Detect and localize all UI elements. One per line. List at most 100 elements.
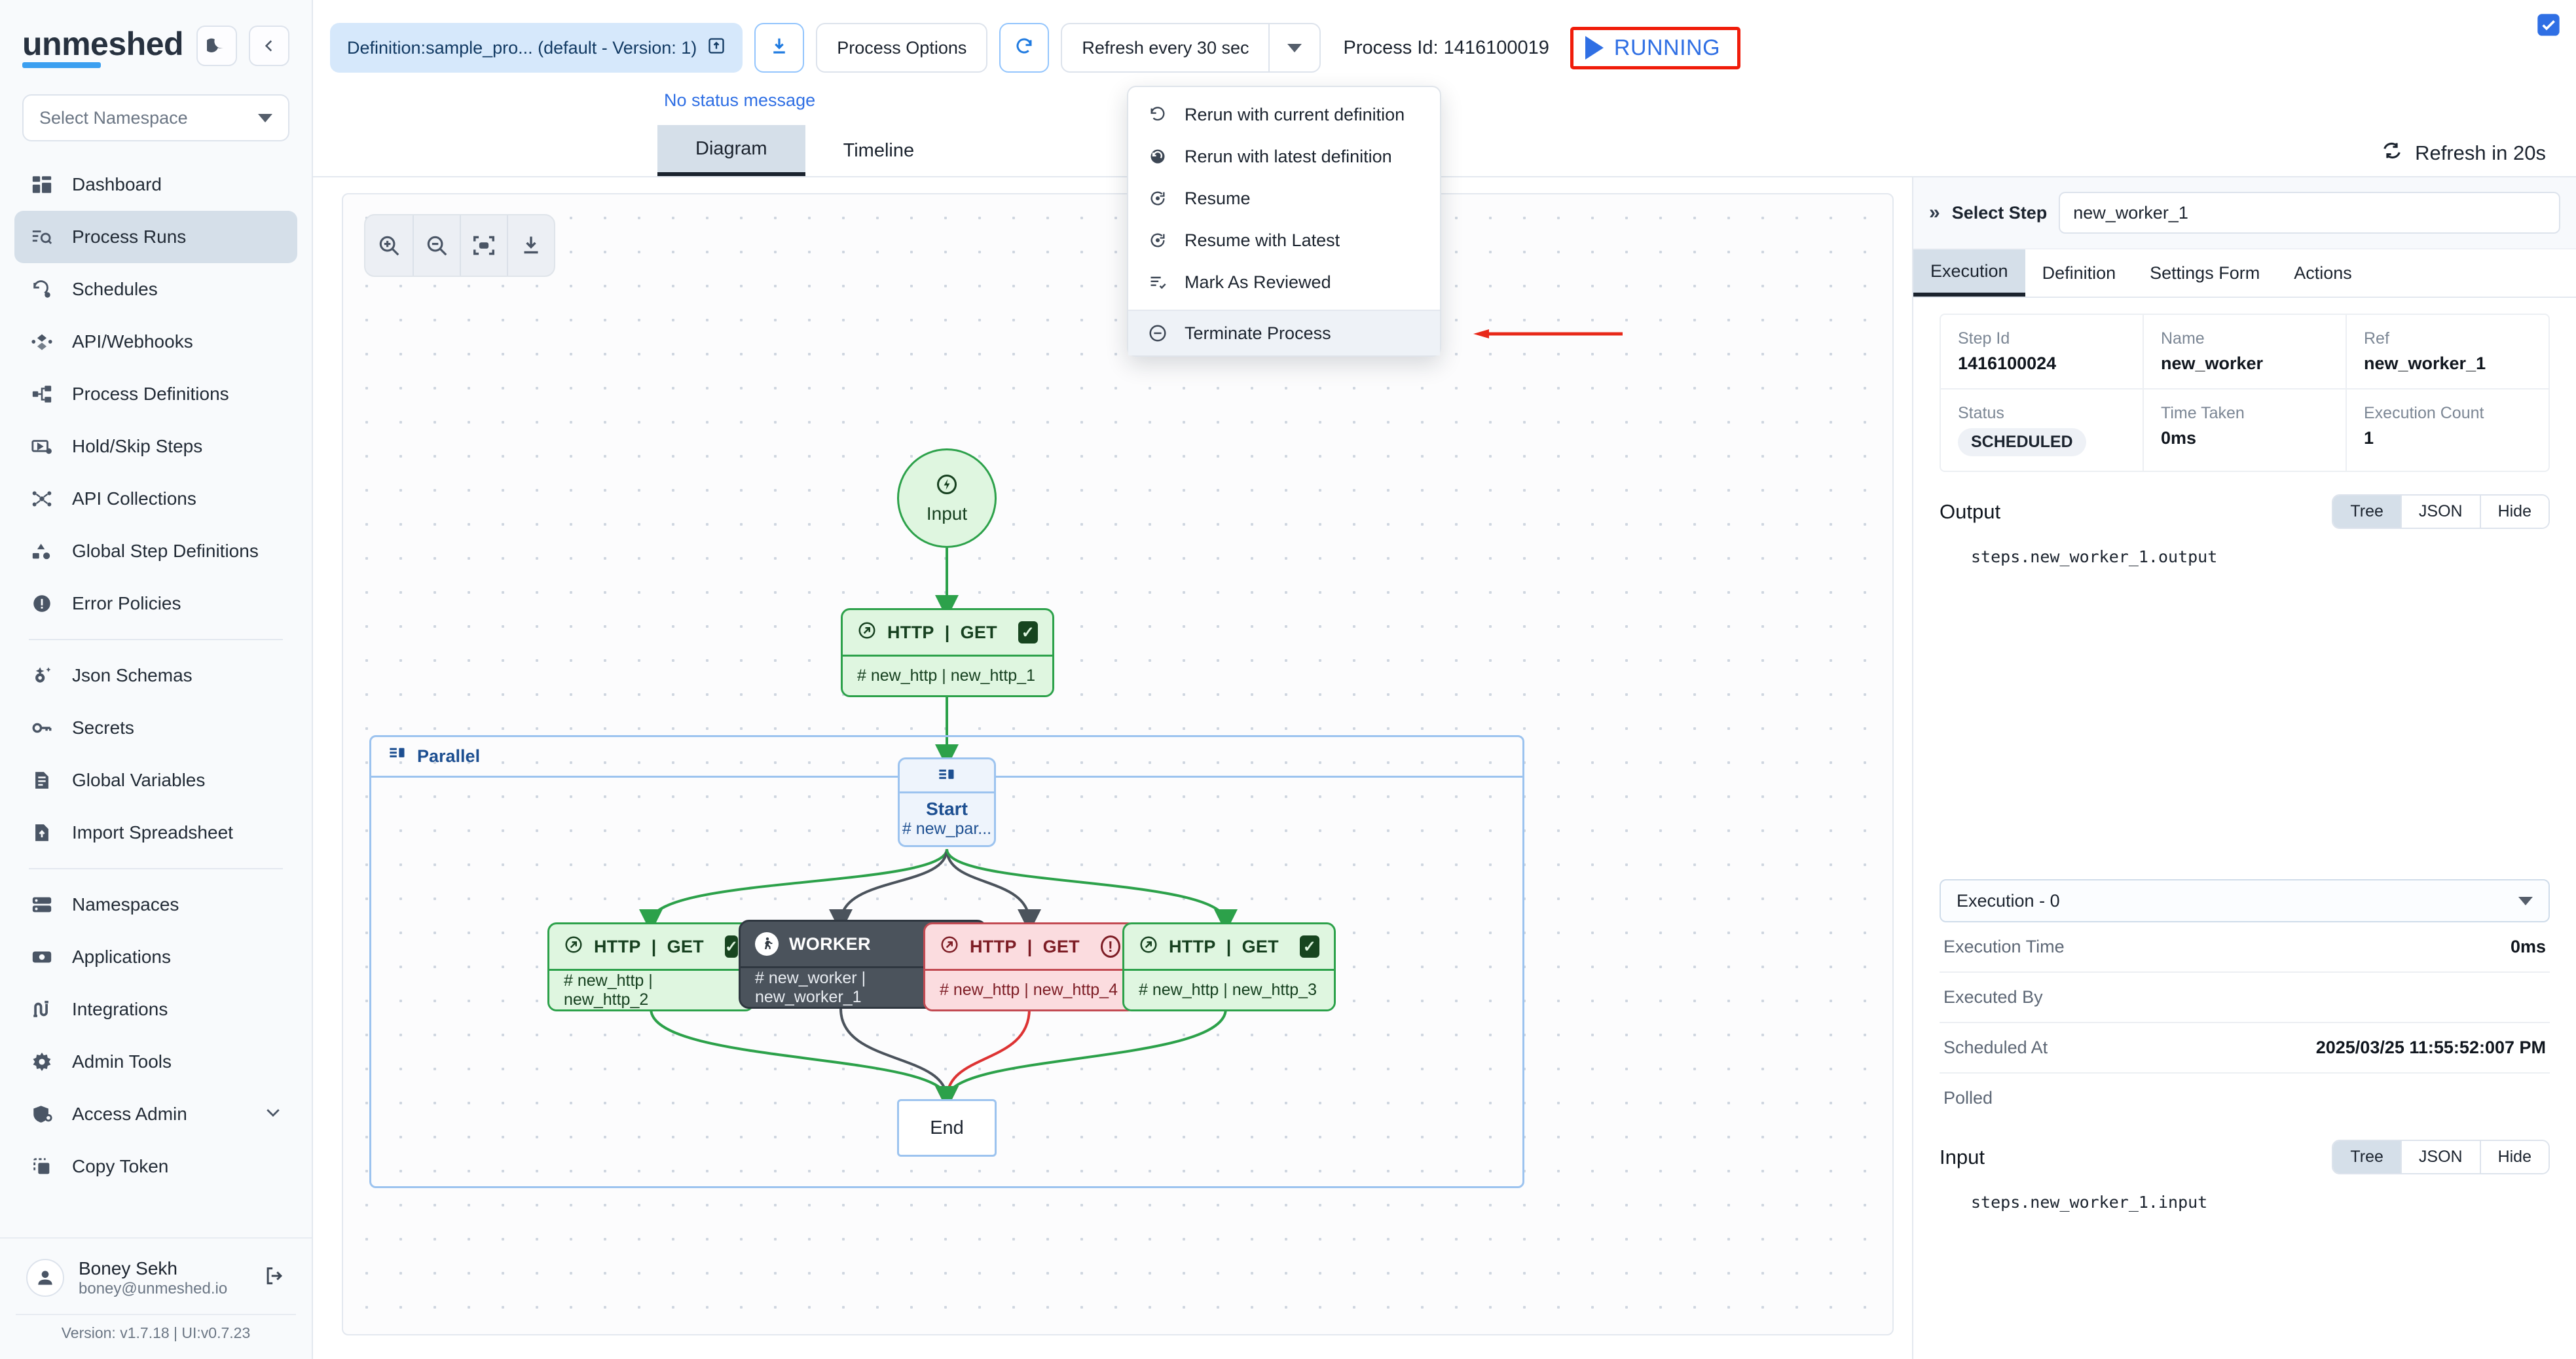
logout-icon[interactable] — [263, 1265, 285, 1290]
step-detail-tabs: Execution Definition Settings Form Actio… — [1913, 249, 2576, 298]
open-external-icon[interactable] — [707, 37, 726, 60]
fit-to-screen-icon[interactable] — [460, 215, 507, 276]
notification-check-icon[interactable] — [2535, 12, 2562, 44]
tab-execution[interactable]: Execution — [1913, 249, 2025, 297]
sidebar-item-integrations[interactable]: Integrations — [14, 983, 297, 1036]
download-button[interactable] — [754, 23, 805, 73]
refresh-interval-select[interactable]: Refresh every 30 sec — [1061, 23, 1321, 73]
output-view-hide[interactable]: Hide — [2479, 496, 2548, 528]
output-view-json[interactable]: JSON — [2400, 496, 2480, 528]
http-icon — [1139, 935, 1158, 959]
tab-actions[interactable]: Actions — [2294, 263, 2352, 283]
user-block[interactable]: Boney Sekh boney@unmeshed.io — [0, 1237, 312, 1307]
sidebar-item-access-admin[interactable]: Access Admin — [14, 1088, 297, 1140]
sidebar-item-json-schemas[interactable]: Json Schemas — [14, 649, 297, 702]
menu-item-label: Terminate Process — [1185, 323, 1331, 343]
node-type-label: HTTP — [1169, 936, 1216, 956]
sidebar-divider-1 — [29, 639, 283, 640]
process-runs-icon — [29, 224, 55, 250]
menu-item-terminate-process[interactable]: Terminate Process — [1128, 310, 1440, 355]
worker-icon — [755, 932, 779, 956]
sidebar-item-process-runs[interactable]: Process Runs — [14, 211, 297, 263]
sidebar-item-schedules[interactable]: Schedules — [14, 263, 297, 316]
menu-item-mark-as-reviewed[interactable]: Mark As Reviewed — [1128, 261, 1440, 303]
check-icon: ✓ — [724, 935, 739, 958]
select-step-input[interactable]: new_worker_1 — [2059, 192, 2560, 234]
json-schemas-icon — [29, 662, 55, 689]
input-view-json[interactable]: JSON — [2400, 1141, 2480, 1173]
chevron-double-right-icon[interactable]: » — [1929, 202, 1940, 223]
import-spreadsheet-icon — [29, 820, 55, 846]
sidebar-item-global-step-definitions[interactable]: Global Step Definitions — [14, 525, 297, 577]
metric-execution-time: Execution Time 0ms — [1940, 922, 2550, 973]
global-variables-icon — [29, 767, 55, 793]
menu-item-rerun-latest[interactable]: Rerun with latest definition — [1128, 136, 1440, 177]
sidebar-item-namespaces[interactable]: Namespaces — [14, 879, 297, 931]
chevron-down-icon[interactable] — [1268, 24, 1319, 71]
tab-diagram[interactable]: Diagram — [657, 125, 805, 176]
output-view-tree[interactable]: Tree — [2333, 496, 2401, 528]
sidebar-item-label: Copy Token — [72, 1156, 169, 1176]
download-diagram-icon[interactable] — [507, 215, 554, 276]
sidebar-item-label: Import Spreadsheet — [72, 822, 233, 843]
menu-item-resume[interactable]: Resume — [1128, 177, 1440, 219]
sidebar-item-hold-skip-steps[interactable]: Hold/Skip Steps — [14, 420, 297, 473]
tab-settings-form[interactable]: Settings Form — [2150, 263, 2260, 283]
check-icon: ✓ — [1299, 935, 1319, 958]
sidebar-item-api-webhooks[interactable]: API/Webhooks — [14, 316, 297, 368]
menu-item-resume-latest[interactable]: Resume with Latest — [1128, 219, 1440, 261]
sidebar-item-secrets[interactable]: Secrets — [14, 702, 297, 754]
sidebar-item-dashboard[interactable]: Dashboard — [14, 158, 297, 211]
output-content: steps.new_worker_1.output — [1971, 547, 2218, 566]
node-input[interactable]: Input — [897, 448, 997, 548]
definition-chip[interactable]: Definition:sample_pro... (default - Vers… — [330, 23, 743, 73]
applications-icon — [29, 944, 55, 970]
zoom-in-icon[interactable] — [365, 215, 413, 276]
play-icon — [1585, 36, 1604, 60]
zoom-out-icon[interactable] — [413, 215, 460, 276]
admin-tools-icon — [29, 1049, 55, 1075]
api-webhooks-icon — [29, 329, 55, 355]
sidebar-collapse-chevron-left-icon[interactable] — [249, 26, 289, 66]
sidebar-item-process-definitions[interactable]: Process Definitions — [14, 368, 297, 420]
sidebar-item-api-collections[interactable]: API Collections — [14, 473, 297, 525]
sidebar-item-import-spreadsheet[interactable]: Import Spreadsheet — [14, 806, 297, 859]
refresh-button[interactable] — [999, 23, 1050, 73]
execution-select[interactable]: Execution - 0 — [1940, 879, 2550, 922]
parallel-group-label: Parallel — [417, 746, 481, 766]
sidebar-item-error-policies[interactable]: Error Policies — [14, 577, 297, 630]
cell-name: Name new_worker — [2143, 315, 2346, 388]
menu-item-rerun-current[interactable]: Rerun with current definition — [1128, 94, 1440, 136]
sidebar-item-global-variables[interactable]: Global Variables — [14, 754, 297, 806]
global-step-definitions-icon — [29, 538, 55, 564]
input-view-tree[interactable]: Tree — [2333, 1141, 2401, 1173]
cell-label: Ref — [2364, 329, 2389, 348]
sidebar-item-applications[interactable]: Applications — [14, 931, 297, 983]
tab-definition[interactable]: Definition — [2042, 263, 2116, 283]
node-http-3[interactable]: HTTP | GET ✓ # new_http | new_http_3 — [1122, 922, 1336, 1011]
namespace-select[interactable]: Select Namespace — [22, 94, 289, 141]
input-view-hide[interactable]: Hide — [2479, 1141, 2548, 1173]
node-method-label: GET — [1042, 936, 1080, 956]
sidebar-item-copy-token[interactable]: Copy Token — [14, 1140, 297, 1193]
sidebar-item-label: API Collections — [72, 488, 196, 509]
node-end[interactable]: End — [897, 1099, 997, 1157]
select-step-row: » Select Step new_worker_1 — [1913, 177, 2576, 249]
theme-toggle-moon-icon[interactable] — [196, 26, 237, 66]
menu-item-label: Resume with Latest — [1185, 230, 1340, 250]
cell-label: Execution Count — [2364, 404, 2484, 422]
tab-timeline[interactable]: Timeline — [843, 139, 915, 161]
sidebar-item-label: Error Policies — [72, 593, 181, 613]
cell-ref: Ref new_worker_1 — [2346, 315, 2548, 388]
node-parallel-start[interactable]: Start # new_par... — [898, 757, 996, 847]
node-http-2[interactable]: HTTP | GET ✓ # new_http | new_http_2 — [547, 922, 754, 1011]
node-method-label: GET — [960, 622, 997, 642]
cell-value: 0ms — [2161, 428, 2197, 448]
brand-row: unmeshed — [0, 0, 312, 72]
cell-value: new_worker_1 — [2364, 353, 2486, 373]
node-http-1[interactable]: HTTP | GET ✓ # new_http | new_http_1 — [841, 608, 1054, 697]
node-http-4[interactable]: HTTP | GET ! # new_http | new_http_4 — [923, 922, 1137, 1011]
sidebar-item-admin-tools[interactable]: Admin Tools — [14, 1036, 297, 1088]
process-options-button[interactable]: Process Options — [816, 23, 988, 73]
diagram-canvas[interactable]: Parallel Input — [342, 193, 1894, 1335]
